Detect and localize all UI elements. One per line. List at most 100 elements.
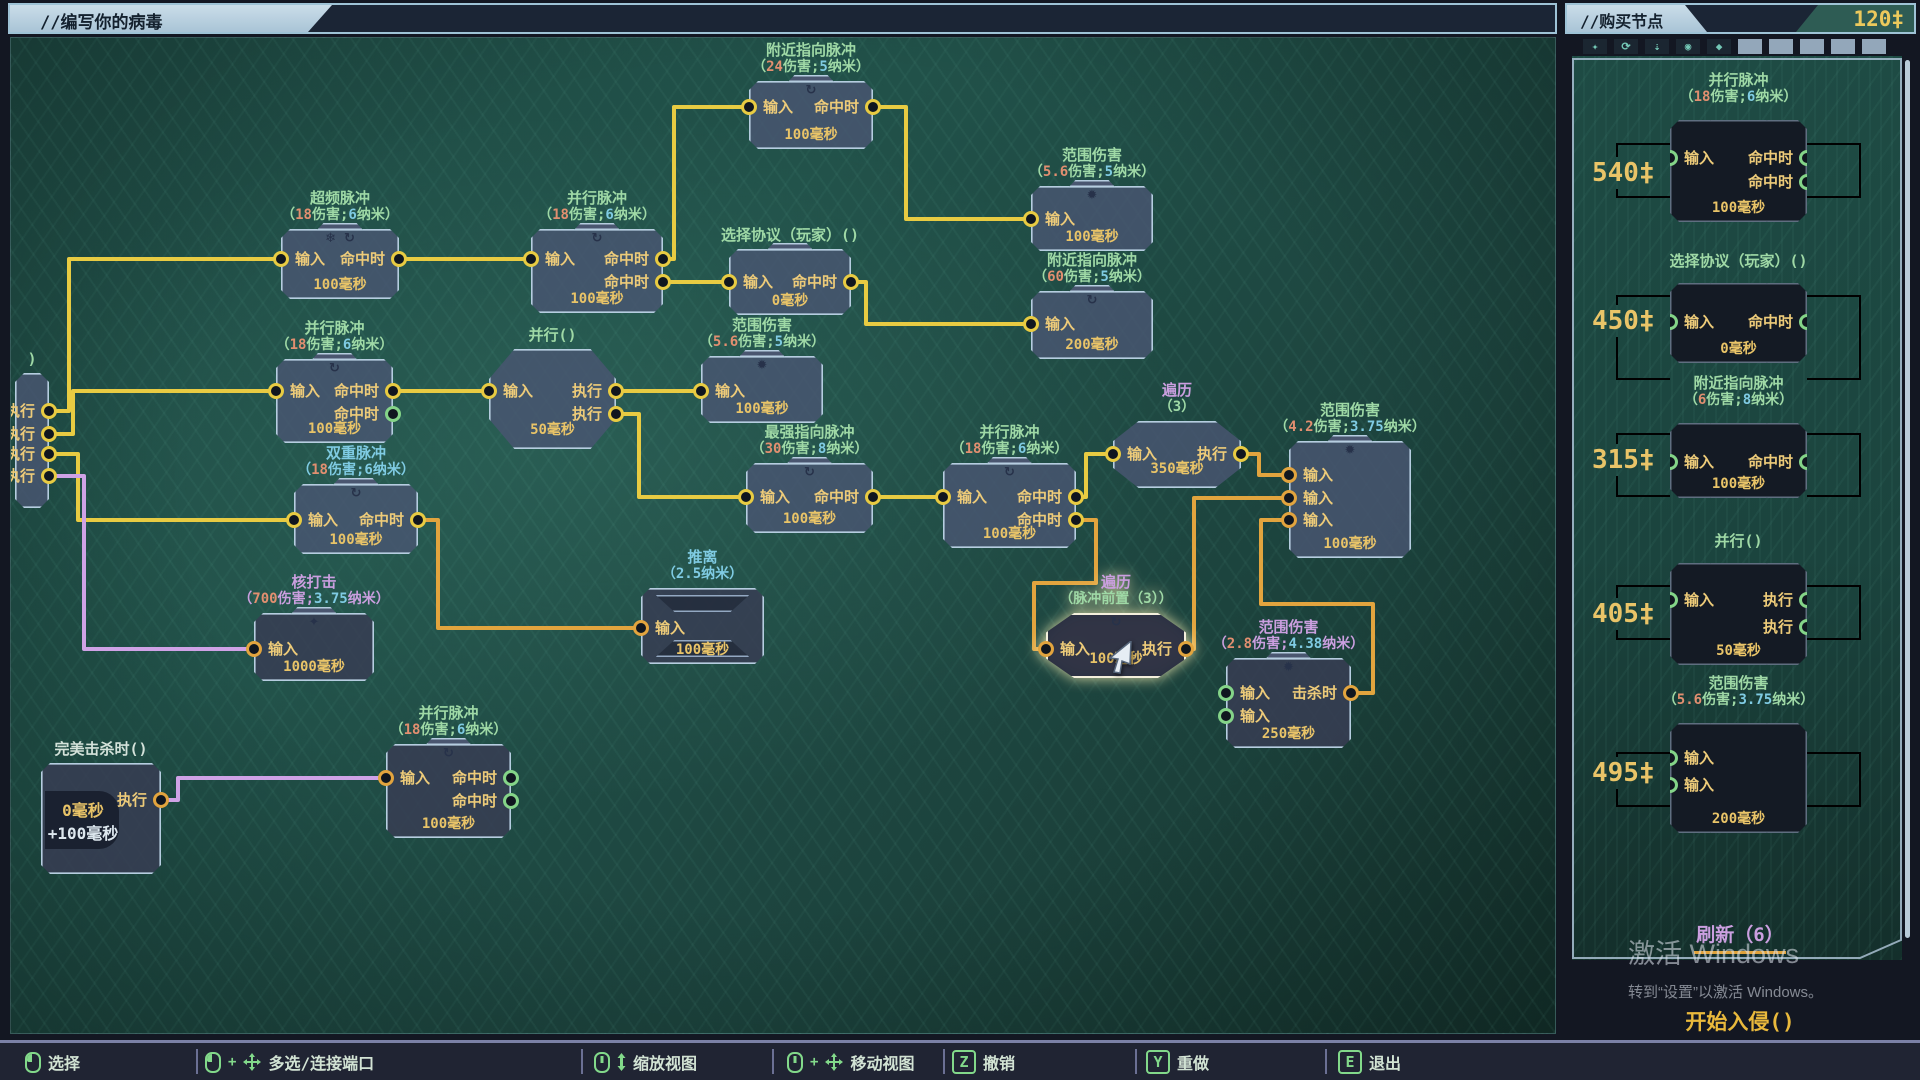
port-dot-icon[interactable] <box>385 406 401 422</box>
graph-node-nuke[interactable]: 核打击（700伤害;3.75纳米）✦1000毫秒输入 <box>238 574 390 681</box>
port-dot-icon[interactable] <box>935 489 951 505</box>
port-dot-icon[interactable] <box>843 274 859 290</box>
port-label: 输入 <box>1060 640 1091 658</box>
graph-node-select-protocol[interactable]: 选择协议（玩家）()0毫秒输入命中时 <box>721 227 859 315</box>
port-dot-icon[interactable] <box>41 446 57 462</box>
shop-tab-icon-9[interactable] <box>1862 39 1886 54</box>
port-dot-icon[interactable] <box>1281 490 1297 506</box>
refresh-button[interactable]: 刷新（6） <box>1660 920 1820 954</box>
shop-tab-icon-1[interactable]: ⟳ <box>1614 39 1638 54</box>
port-dot-icon[interactable] <box>1068 512 1084 528</box>
port-dot-icon[interactable] <box>41 426 57 442</box>
port-dot-icon[interactable] <box>1068 489 1084 505</box>
shop-tab-icon-4[interactable]: ◆ <box>1707 39 1731 54</box>
shop-tab-icon-5[interactable] <box>1738 39 1762 54</box>
port-dot-icon[interactable] <box>608 383 624 399</box>
graph-node-parallel-pulse-1[interactable]: 并行脉冲（18伤害;6纳米）↻100毫秒输入命中时命中时 <box>523 190 671 313</box>
port-dot-icon[interactable] <box>865 489 881 505</box>
shop-title-bg: //购买节点 <box>1567 5 1707 32</box>
graph-node-push-away[interactable]: 推离（2.5纳米）100毫秒输入 <box>633 549 764 664</box>
port-dot-icon[interactable] <box>1281 467 1297 483</box>
shop-scrollbar[interactable] <box>1905 60 1910 938</box>
port-dot-icon[interactable] <box>1218 685 1234 701</box>
port-dot-icon[interactable] <box>1038 641 1054 657</box>
port-dot-icon[interactable] <box>523 251 539 267</box>
shop-tab-icon-3[interactable]: ◉ <box>1676 39 1700 54</box>
port-dot-icon[interactable] <box>741 99 757 115</box>
shop-tab-icon-0[interactable]: ✦ <box>1583 39 1607 54</box>
graph-node-aoe-damage-top[interactable]: 范围伤害（5.6伤害;5纳米）✹100毫秒输入 <box>1023 147 1155 251</box>
wire-13 <box>418 518 644 630</box>
node-top-tab <box>311 353 358 360</box>
node-canvas[interactable]: )执行执行执行执行超频脉冲（18伤害;6纳米）❄↻100毫秒输入命中时并行脉冲（… <box>10 37 1556 1034</box>
graph-node-near-pulse-24[interactable]: 附近指向脉冲（24伤害;5纳米）↻100毫秒输入命中时 <box>741 42 881 149</box>
node-duration: 100毫秒 <box>313 277 367 293</box>
graph-node-double-pulse[interactable]: 双重脉冲（18伤害;6纳米）↻100毫秒输入命中时 <box>286 445 426 554</box>
port-dot-icon[interactable] <box>481 383 497 399</box>
port-dot-icon[interactable] <box>246 641 262 657</box>
port-dot-icon[interactable] <box>693 383 709 399</box>
node-title: 范围伤害（5.6伤害;5纳米） <box>698 316 826 351</box>
shop-node-preview[interactable]: 0毫秒输入命中时 <box>1670 283 1807 363</box>
shop-panel-frame <box>1572 58 1902 959</box>
port-dot-icon[interactable] <box>41 403 57 419</box>
shop-node-preview[interactable]: 50毫秒输入执行执行 <box>1670 563 1807 665</box>
graph-node-entry[interactable]: )执行执行执行执行 <box>11 351 57 508</box>
port-label: 击杀时 <box>1291 684 1337 702</box>
port-dot-icon[interactable] <box>1233 446 1249 462</box>
shop-node-preview[interactable]: 100毫秒输入命中时命中时 <box>1670 120 1807 222</box>
shop-tab-icon-7[interactable] <box>1800 39 1824 54</box>
graph-node-traverse-3[interactable]: 遍历（3）350毫秒输入执行 <box>1105 382 1249 488</box>
graph-node-aoe-damage-mid[interactable]: 范围伤害（5.6伤害;5纳米）✹100毫秒输入 <box>693 317 825 423</box>
port-dot-icon[interactable] <box>391 251 407 267</box>
port-dot-icon[interactable] <box>273 251 289 267</box>
port-dot-icon[interactable] <box>1023 211 1039 227</box>
port-dot-icon[interactable] <box>503 793 519 809</box>
graph-node-parallel-pulse-2[interactable]: 并行脉冲（18伤害;6纳米）↻100毫秒输入命中时命中时 <box>268 320 401 443</box>
mouse-middle-icon <box>594 1051 610 1073</box>
port-dot-icon[interactable] <box>633 620 649 636</box>
port-label: 命中时 <box>791 273 837 291</box>
port-dot-icon[interactable] <box>41 468 57 484</box>
port-dot-icon[interactable] <box>1178 641 1194 657</box>
port-label: 命中时 <box>813 488 859 506</box>
graph-node-overclock-pulse[interactable]: 超频脉冲（18伤害;6纳米）❄↻100毫秒输入命中时 <box>273 190 407 299</box>
shop-tab-icon-6[interactable] <box>1769 39 1793 54</box>
graph-node-aoe-damage-28[interactable]: 范围伤害（2.8伤害;4.38纳米）✹250毫秒输入输入击杀时 <box>1213 619 1364 748</box>
mouse-left-icon <box>25 1051 41 1073</box>
node-top-tab <box>1265 652 1312 659</box>
port-dot-icon[interactable] <box>268 383 284 399</box>
port-dot-icon[interactable] <box>1023 316 1039 332</box>
port-dot-icon[interactable] <box>608 406 624 422</box>
port-dot-icon[interactable] <box>1281 512 1297 528</box>
shop-tab-icon-8[interactable] <box>1831 39 1855 54</box>
port-dot-icon[interactable] <box>410 512 426 528</box>
graph-node-perfect-kill[interactable]: 完美击杀时()0毫秒+100毫秒执行 <box>41 741 169 874</box>
port-dot-icon[interactable] <box>1105 446 1121 462</box>
port-dot-icon[interactable] <box>153 792 169 808</box>
graph-node-strong-pulse[interactable]: 最强指向脉冲（30伤害;8纳米）↻100毫秒输入命中时 <box>738 424 881 533</box>
port-dot-icon[interactable] <box>1343 685 1359 701</box>
shop-node-preview[interactable]: 100毫秒输入命中时 <box>1670 423 1807 498</box>
port-dot-icon[interactable] <box>655 274 671 290</box>
port-dot-icon[interactable] <box>865 99 881 115</box>
port-dot-icon[interactable] <box>378 770 394 786</box>
shop-tab-icon-2[interactable]: ⇣ <box>1645 39 1669 54</box>
shop-node-preview[interactable]: 200毫秒输入输入 <box>1670 723 1807 833</box>
port-dot-icon[interactable] <box>385 383 401 399</box>
port-dot-icon[interactable] <box>1218 708 1234 724</box>
move-cross-icon <box>825 1053 844 1071</box>
graph-node-parallel-pulse-4[interactable]: 并行脉冲（18伤害;6纳米）↻100毫秒输入命中时命中时 <box>378 705 519 838</box>
graph-node-parallel-pulse-3[interactable]: 并行脉冲（18伤害;6纳米）↻100毫秒输入命中时命中时 <box>935 424 1084 548</box>
graph-node-parallel-fn[interactable]: 并行()50毫秒输入执行执行 <box>481 327 624 449</box>
graph-node-aoe-damage-42[interactable]: 范围伤害（4.2伤害;3.75纳米）✹100毫秒输入输入输入 <box>1274 402 1426 558</box>
port-dot-icon[interactable] <box>738 489 754 505</box>
port-dot-icon[interactable] <box>503 770 519 786</box>
port-dot-icon[interactable] <box>655 251 671 267</box>
start-intrusion-button[interactable]: 开始入侵() <box>1655 1006 1825 1042</box>
port-dot-icon[interactable] <box>286 512 302 528</box>
wire-15 <box>1032 518 1098 651</box>
port-dot-icon[interactable] <box>721 274 737 290</box>
graph-node-near-pulse-60[interactable]: 附近指向脉冲（60伤害;5纳米）↻200毫秒输入 <box>1023 252 1153 359</box>
